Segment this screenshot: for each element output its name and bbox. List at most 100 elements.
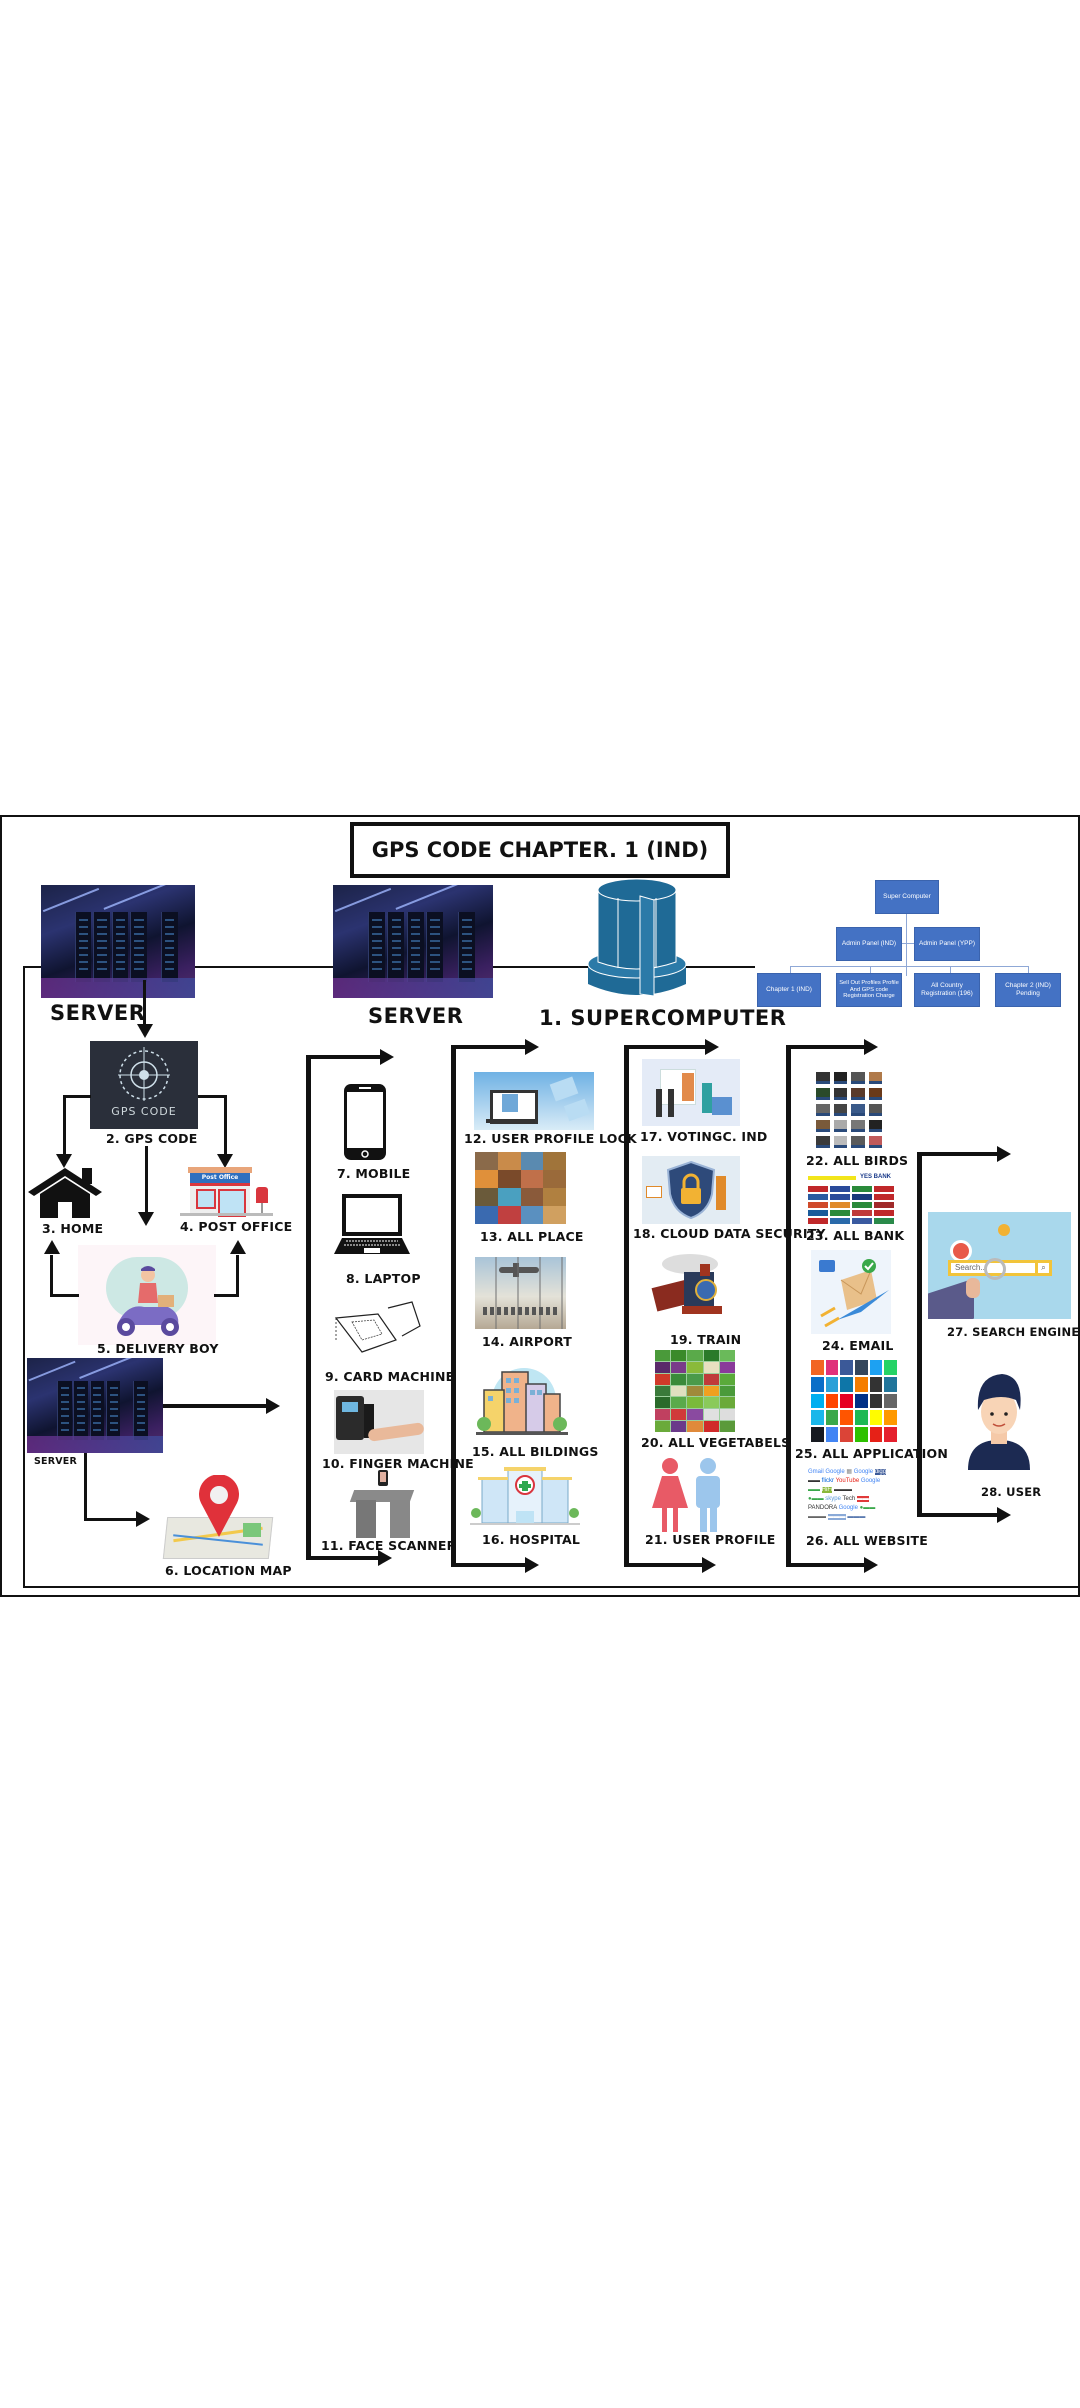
- org-node-all-country: All Country Registration (196): [914, 973, 980, 1007]
- arrow-right-icon: [378, 1550, 392, 1566]
- arrow-up-icon: [230, 1240, 246, 1254]
- place-label-hospital: 16. HOSPITAL: [482, 1532, 580, 1547]
- server-label-top-middle: SERVER: [368, 1004, 464, 1028]
- bracket-final-bottom: [917, 1513, 999, 1517]
- org-node-root: Super Computer: [875, 880, 939, 914]
- user-profile-lock-image: [474, 1072, 594, 1130]
- all-birds-image: [816, 1072, 882, 1148]
- org-node-sell-out: Sell Out Profiles Profile And GPS code R…: [836, 973, 902, 1007]
- service-label-cloud-data-security: 18. CLOUD DATA SECURITY: [633, 1226, 826, 1241]
- location-map-icon: [162, 1475, 274, 1565]
- connector-server-gps: [143, 980, 146, 1028]
- connector-delivery-post-v: [236, 1255, 239, 1295]
- bracket-devices-top: [306, 1055, 382, 1059]
- location-map-label: 6. LOCATION MAP: [165, 1563, 292, 1578]
- connector-server-devices: [163, 1404, 269, 1408]
- voting-image: [642, 1059, 740, 1126]
- arrow-right-icon: [266, 1398, 280, 1414]
- page-title: GPS CODE CHAPTER. 1 (IND): [350, 822, 730, 878]
- delivery-boy-label: 5. DELIVERY BOY: [97, 1341, 219, 1356]
- server-label-top-left: SERVER: [50, 1001, 146, 1025]
- directory-label-all-application: 25. ALL APPLICATION: [795, 1446, 949, 1461]
- gps-code-label: 2. GPS CODE: [106, 1131, 198, 1146]
- connector-server-map-v: [84, 1453, 87, 1521]
- bracket-final: [917, 1152, 922, 1517]
- bracket-final-top: [917, 1152, 999, 1156]
- org-node-admin-ind: Admin Panel (IND): [836, 927, 902, 961]
- bracket-services-top: [624, 1045, 708, 1049]
- bracket-services: [624, 1045, 629, 1567]
- arrow-right-icon: [525, 1557, 539, 1573]
- gps-code-image: GPS CODE: [90, 1041, 198, 1129]
- arrow-right-icon: [997, 1146, 1011, 1162]
- arrow-down-icon: [138, 1212, 154, 1226]
- bracket-places-bottom: [451, 1563, 527, 1567]
- directory-label-all-website: 26. ALL WEBSITE: [806, 1533, 929, 1548]
- server-image-top-middle: [333, 885, 493, 998]
- all-website-image: Gmail Google ▦ Google digg ▬▬ flickr You…: [808, 1469, 887, 1520]
- post-office-icon: Post Office: [180, 1165, 273, 1217]
- arrow-right-icon: [705, 1039, 719, 1055]
- device-label-laptop: 8. LAPTOP: [346, 1271, 421, 1286]
- service-label-voting: 17. VOTINGC. IND: [640, 1129, 768, 1144]
- home-label: 3. HOME: [42, 1221, 104, 1236]
- search-engine-image: Search... ⌕: [928, 1212, 1071, 1319]
- user-label: 28. USER: [981, 1485, 1042, 1499]
- home-icon: [28, 1168, 102, 1218]
- bracket-directories-bottom: [786, 1563, 866, 1567]
- post-office-label: 4. POST OFFICE: [180, 1219, 293, 1234]
- user-avatar-icon: [968, 1374, 1030, 1470]
- bracket-devices: [306, 1055, 311, 1560]
- arrow-right-icon: [864, 1557, 878, 1573]
- connector-gps-home-h: [63, 1095, 91, 1098]
- directory-label-all-birds: 22. ALL BIRDS: [806, 1153, 909, 1168]
- all-place-image: [475, 1152, 566, 1224]
- org-node-chapter1: Chapter 1 (IND): [757, 973, 821, 1007]
- search-engine-label: 27. SEARCH ENGINE: [947, 1325, 1080, 1339]
- laptop-icon: [334, 1194, 410, 1254]
- supercomputer-label: 1. SUPERCOMPUTER: [539, 1006, 787, 1030]
- service-label-user-profile: 21. USER PROFILE: [645, 1532, 776, 1547]
- hospital-icon: [470, 1467, 580, 1525]
- gps-code-image-text: GPS CODE: [111, 1105, 177, 1118]
- yes-bank-logo: YES BANK: [860, 1174, 892, 1180]
- diagram-frame: [0, 815, 1080, 1597]
- device-label-card-machine: 9. CARD MACHINE: [325, 1369, 455, 1384]
- all-buildings-icon: [476, 1368, 568, 1435]
- email-image: [811, 1250, 891, 1334]
- place-label-airport: 14. AIRPORT: [482, 1334, 573, 1349]
- connector-gps-delivery: [145, 1146, 148, 1214]
- bracket-places-top: [451, 1045, 527, 1049]
- cloud-data-security-image: [642, 1156, 740, 1224]
- server-label-bottom-left: SERVER: [34, 1456, 78, 1467]
- connector-gps-home-v: [63, 1095, 66, 1155]
- arrow-down-icon: [217, 1154, 233, 1168]
- face-scanner-image: [338, 1470, 418, 1540]
- post-office-sign: Post Office: [190, 1173, 250, 1183]
- org-node-admin-ypp: Admin Panel (YPP): [914, 927, 980, 961]
- arrow-right-icon: [997, 1507, 1011, 1523]
- all-vegetables-image: [655, 1350, 735, 1432]
- arrow-up-icon: [44, 1240, 60, 1254]
- bracket-devices-bottom: [306, 1556, 380, 1560]
- connector-server-map-h: [84, 1518, 138, 1521]
- arrow-right-icon: [864, 1039, 878, 1055]
- device-label-mobile: 7. MOBILE: [337, 1166, 411, 1181]
- service-label-all-vegetables: 20. ALL VEGETABELS: [641, 1435, 791, 1450]
- directory-label-all-bank: 23. ALL BANK: [806, 1228, 905, 1243]
- user-profile-icon: [652, 1458, 720, 1532]
- connector-delivery-home-v: [50, 1255, 53, 1295]
- directory-label-email: 24. EMAIL: [822, 1338, 894, 1353]
- arrow-right-icon: [136, 1511, 150, 1527]
- train-icon: [651, 1254, 722, 1314]
- arrow-right-icon: [380, 1049, 394, 1065]
- bracket-services-bottom: [624, 1563, 704, 1567]
- bracket-places: [451, 1045, 456, 1567]
- device-label-face-scanner: 11. FACE SCANNER: [321, 1538, 457, 1553]
- all-application-image: [811, 1360, 897, 1442]
- airport-image: [475, 1257, 566, 1329]
- arrow-down-icon: [137, 1024, 153, 1038]
- connector-gps-post-h: [198, 1095, 226, 1098]
- inner-bottom-line: [23, 1586, 1078, 1588]
- connector-delivery-home-h: [50, 1294, 79, 1297]
